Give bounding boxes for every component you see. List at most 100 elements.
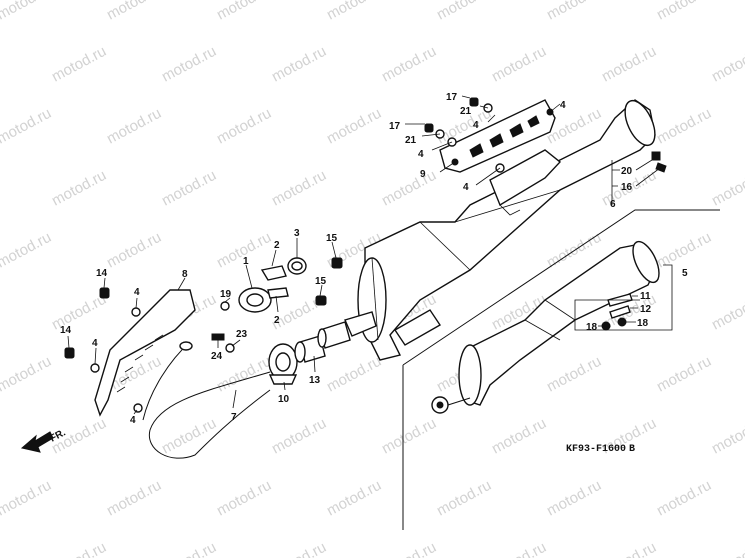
callout-1: 1	[243, 256, 249, 267]
watermark-text: motod.ru	[159, 43, 219, 86]
watermark-text: motod.ru	[379, 43, 439, 86]
watermark-text: motod.ru	[269, 415, 329, 458]
callout-3: 3	[294, 228, 300, 239]
callout-17-lower: 17	[389, 121, 401, 132]
watermark-text: motod.ru	[654, 477, 714, 520]
bracket-part-8	[94, 289, 196, 417]
collar-part-13	[294, 321, 351, 363]
watermark-text: motod.ru	[709, 291, 745, 334]
callout-4-shield-left: 4	[418, 149, 424, 160]
watermark-text: motod.ru	[599, 43, 659, 86]
muffler-secondary-part-5	[431, 240, 660, 414]
watermark-text: motod.ru	[0, 0, 54, 24]
watermark-text: motod.ru	[269, 167, 329, 210]
watermark-text: motod.ru	[269, 539, 329, 558]
callout-16: 16	[621, 182, 633, 193]
watermark-text: motod.ru	[104, 229, 164, 272]
watermark-text: motod.ru	[489, 415, 549, 458]
watermark-text: motod.ru	[324, 105, 384, 148]
watermark-text: motod.ru	[49, 539, 109, 558]
watermark-text: motod.ru	[104, 105, 164, 148]
watermark-text: motod.ru	[104, 0, 164, 24]
callout-14-lower: 14	[60, 325, 72, 336]
watermark-text: motod.ru	[709, 415, 745, 458]
callout-21-lower: 21	[405, 135, 417, 146]
watermark-text: motod.ru	[269, 43, 329, 86]
callout-labels: 17 21 4 4 17 21 4 9 4 20 16 6 14 8 4 2 3…	[60, 92, 688, 426]
muffler-main-part-6	[344, 99, 656, 361]
callout-15-upper: 15	[326, 233, 338, 244]
joint-collar-part-10	[268, 343, 298, 385]
callout-21-upper: 21	[460, 106, 472, 117]
callout-9: 9	[420, 169, 426, 180]
watermark-text: motod.ru	[324, 0, 384, 24]
watermark-text: motod.ru	[489, 43, 549, 86]
callout-15-lower: 15	[315, 276, 327, 287]
callout-4-bracket-bottom: 4	[130, 415, 136, 426]
watermark-text: motod.ru	[599, 539, 659, 558]
watermark-text: motod.ru	[379, 415, 439, 458]
callout-8: 8	[182, 269, 188, 280]
callout-2-lower: 2	[274, 315, 280, 326]
watermark-text: motod.ru	[214, 477, 274, 520]
watermark-text: motod.ru	[434, 477, 494, 520]
watermark-text: motod.ru	[214, 105, 274, 148]
watermark-text: motod.ru	[159, 415, 219, 458]
watermark-text: motod.ru	[0, 105, 54, 148]
callout-4-shield-bottom: 4	[463, 182, 469, 193]
watermark-text: motod.ru	[0, 477, 54, 520]
watermark-text: motod.ru	[159, 539, 219, 558]
watermark-text: motod.ru	[214, 353, 274, 396]
watermark-text: motod.ru	[489, 539, 549, 558]
callout-18-right: 18	[637, 318, 649, 329]
callout-24: 24	[211, 351, 223, 362]
callout-12: 12	[640, 304, 652, 315]
callout-20: 20	[621, 166, 633, 177]
callout-11: 11	[640, 291, 651, 302]
watermark-text: motod.ru	[379, 539, 439, 558]
watermark-text: motod.ru	[0, 353, 54, 396]
watermark-text: motod.ru	[324, 353, 384, 396]
watermark-text: motod.ru	[709, 43, 745, 86]
callout-4-upper-right: 4	[560, 100, 566, 111]
panel-divider-lines	[402, 209, 720, 530]
watermark-text: motod.ru	[544, 477, 604, 520]
watermark-text: motod.ru	[434, 0, 494, 24]
watermark-text: motod.ru	[379, 167, 439, 210]
watermark-text: motod.ru	[324, 477, 384, 520]
watermark-text: motod.ru	[654, 0, 714, 24]
callout-17-upper: 17	[446, 92, 458, 103]
callout-4-bracket-top: 4	[134, 287, 140, 298]
callout-23: 23	[236, 329, 248, 340]
watermark-text: motod.ru	[214, 0, 274, 24]
watermark-text: motod.ru	[654, 105, 714, 148]
callout-5: 5	[682, 268, 688, 279]
leader-lines	[67, 95, 673, 415]
watermark-text: motod.ru	[159, 167, 219, 210]
callout-14-upper: 14	[96, 268, 108, 279]
watermark-text: motod.ru	[0, 229, 54, 272]
watermark-text: motod.ru	[544, 353, 604, 396]
watermark-text: motod.ru	[49, 43, 109, 86]
watermark-text: motod.ru	[104, 477, 164, 520]
watermark-text: motod.ru	[709, 167, 745, 210]
watermark-text: motod.ru	[709, 539, 745, 558]
callout-4-upper-left: 4	[473, 120, 479, 131]
exhaust-pipe-part-7	[142, 341, 271, 459]
callout-13: 13	[309, 375, 321, 386]
callout-6: 6	[610, 199, 616, 210]
callout-18-left: 18	[586, 322, 598, 333]
watermark-text: motod.ru	[49, 167, 109, 210]
callout-19: 19	[220, 289, 232, 300]
callout-7: 7	[231, 412, 237, 423]
gasket-parts	[238, 257, 307, 313]
heat-shield-part-9	[439, 99, 556, 173]
callout-10: 10	[278, 394, 290, 405]
watermark-text: motod.ru	[654, 353, 714, 396]
watermark-text: motod.ru	[654, 229, 714, 272]
callout-2-upper: 2	[274, 240, 280, 251]
watermark-text: motod.ru	[544, 0, 604, 24]
callout-4-bracket-mid: 4	[92, 338, 98, 349]
